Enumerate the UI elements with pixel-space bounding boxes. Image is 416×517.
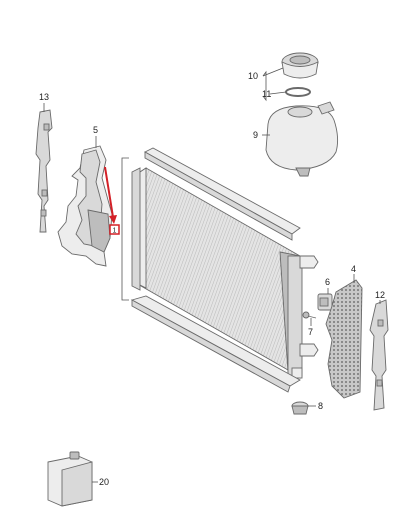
radiator-top-seal [144,147,301,241]
callout-13: 13 [39,92,49,102]
callout-10: 10 [248,71,258,81]
part-9-expansion-tank [265,101,339,177]
callout-7: 7 [308,327,313,337]
callout-11: 11 [262,89,271,99]
part-6-sensor [317,293,333,311]
callout-leaders [43,67,381,483]
part-13-left-seal-strip [35,109,53,233]
part-8-mount [291,401,309,415]
part-12-right-seal-strip [369,299,389,411]
part-10-expansion-tank-cap [281,52,319,79]
callout-4: 4 [351,264,356,274]
radiator-bracket-lines [121,157,129,301]
part-11-o-ring [285,87,311,97]
part-7-screw [302,311,317,319]
callout-1: 1 [113,228,117,235]
callout-9: 9 [253,130,258,140]
radiator-side-tank [287,255,319,379]
callout-labels: 13 5 1 10 11 9 6 7 8 4 12 20 [39,71,385,487]
callout-12: 12 [375,290,385,300]
callout-8: 8 [318,401,323,411]
radiator-bottom-seal [130,295,301,393]
callout-6: 6 [325,277,330,287]
part-1-highlighted-clip [104,166,120,235]
callout-20: 20 [99,477,109,487]
part-5-left-air-guide [57,145,113,267]
part-4-right-air-guide [325,279,363,399]
part-20-coolant-container [47,451,93,507]
callout-5: 5 [93,125,98,135]
